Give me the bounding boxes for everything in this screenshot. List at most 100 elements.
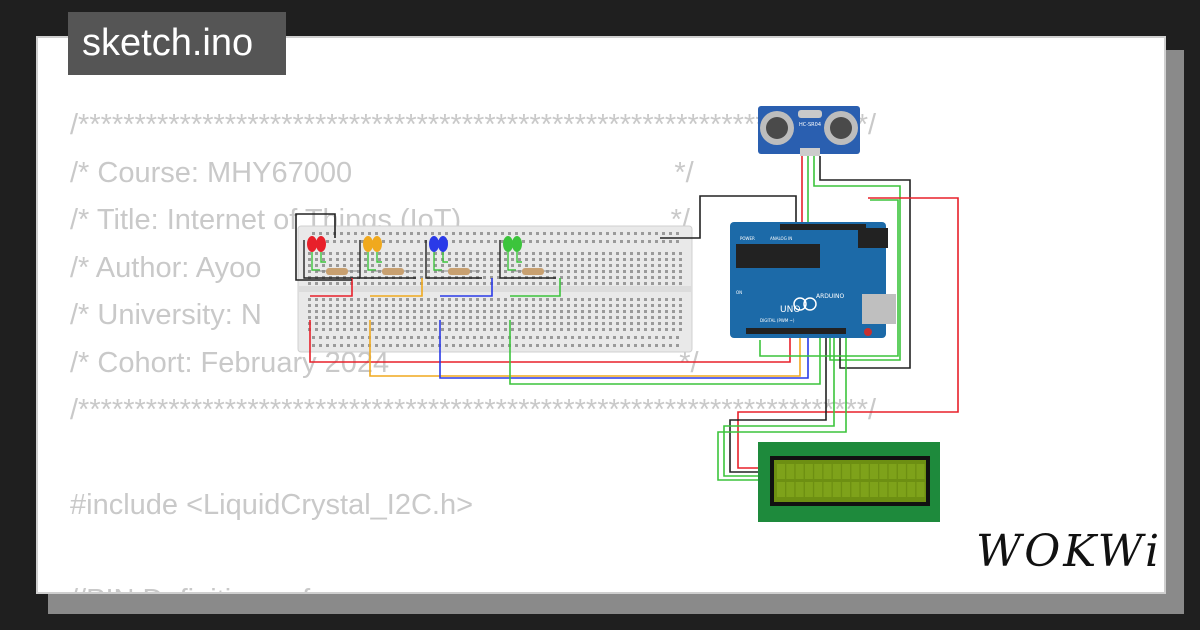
breadboard-hole — [564, 336, 567, 339]
breadboard-hole — [483, 270, 486, 273]
breadboard-hole — [539, 264, 542, 267]
breadboard-hole — [480, 344, 483, 347]
breadboard-hole — [322, 258, 325, 261]
breadboard-hole — [637, 322, 640, 325]
breadboard-hole — [308, 316, 311, 319]
breadboard-hole — [567, 264, 570, 267]
breadboard-hole — [448, 310, 451, 313]
breadboard-hole — [427, 310, 430, 313]
breadboard-hole — [501, 336, 504, 339]
breadboard-hole — [483, 328, 486, 331]
breadboard-hole — [658, 322, 661, 325]
breadboard-hole — [637, 310, 640, 313]
file-tab[interactable]: sketch.ino — [68, 12, 286, 75]
lcd-cell — [907, 464, 916, 479]
breadboard-hole — [620, 336, 623, 339]
breadboard-hole — [378, 328, 381, 331]
breadboard-hole — [459, 240, 462, 243]
breadboard-hole — [599, 336, 602, 339]
resistor[interactable] — [326, 268, 348, 275]
led[interactable] — [429, 236, 439, 252]
breadboard-hole — [581, 270, 584, 273]
breadboard-hole — [455, 252, 458, 255]
breadboard-hole — [679, 328, 682, 331]
breadboard-hole — [448, 298, 451, 301]
breadboard-hole — [620, 240, 623, 243]
breadboard-hole — [665, 258, 668, 261]
breadboard-hole — [637, 264, 640, 267]
breadboard-hole — [595, 304, 598, 307]
breadboard-hole — [434, 304, 437, 307]
breadboard-hole — [525, 264, 528, 267]
breadboard-hole — [679, 270, 682, 273]
breadboard-hole — [679, 322, 682, 325]
breadboard-hole — [662, 240, 665, 243]
breadboard-hole — [655, 232, 658, 235]
breadboard-hole — [417, 240, 420, 243]
breadboard-hole — [616, 282, 619, 285]
breadboard-hole — [588, 258, 591, 261]
led[interactable] — [307, 236, 317, 252]
breadboard-hole — [658, 282, 661, 285]
breadboard-hole — [581, 298, 584, 301]
breadboard-hole — [441, 322, 444, 325]
breadboard-hole — [448, 316, 451, 319]
breadboard-hole — [452, 240, 455, 243]
breadboard-hole — [312, 336, 315, 339]
breadboard-hole — [441, 328, 444, 331]
resistor[interactable] — [522, 268, 544, 275]
led[interactable] — [512, 236, 522, 252]
breadboard-hole — [340, 344, 343, 347]
breadboard-hole — [553, 316, 556, 319]
breadboard-hole — [497, 270, 500, 273]
breadboard-hole — [574, 252, 577, 255]
ground-wire — [499, 240, 556, 279]
led[interactable] — [503, 236, 513, 252]
breadboard-hole — [571, 232, 574, 235]
breadboard-hole — [399, 252, 402, 255]
breadboard-hole — [420, 264, 423, 267]
breadboard-hole — [361, 232, 364, 235]
breadboard-hole — [490, 304, 493, 307]
breadboard-hole — [399, 258, 402, 261]
breadboard-hole — [665, 282, 668, 285]
breadboard-hole — [553, 282, 556, 285]
breadboard-hole — [462, 304, 465, 307]
breadboard-hole — [354, 232, 357, 235]
breadboard-hole — [592, 232, 595, 235]
breadboard-hole — [602, 298, 605, 301]
breadboard-hole — [469, 328, 472, 331]
breadboard-hole — [466, 232, 469, 235]
led[interactable] — [316, 236, 326, 252]
breadboard-hole — [343, 298, 346, 301]
breadboard-hole — [539, 252, 542, 255]
resistor[interactable] — [382, 268, 404, 275]
resistor[interactable] — [448, 268, 470, 275]
code-line: #include <LiquidCrystal_I2C.h> — [70, 489, 474, 521]
breadboard-hole — [308, 282, 311, 285]
breadboard-hole — [368, 232, 371, 235]
breadboard-hole — [595, 258, 598, 261]
breadboard-hole — [406, 304, 409, 307]
breadboard-hole — [438, 232, 441, 235]
breadboard-hole — [382, 344, 385, 347]
breadboard-hole — [574, 316, 577, 319]
breadboard-hole — [651, 304, 654, 307]
breadboard-hole — [350, 322, 353, 325]
breadboard-hole — [343, 258, 346, 261]
breadboard-hole — [592, 344, 595, 347]
lcd-cell — [907, 482, 916, 497]
breadboard-hole — [364, 328, 367, 331]
led[interactable] — [438, 236, 448, 252]
led[interactable] — [363, 236, 373, 252]
breadboard-hole — [315, 282, 318, 285]
breadboard-hole — [630, 328, 633, 331]
breadboard-hole — [637, 252, 640, 255]
ground-wire — [425, 240, 482, 279]
breadboard-hole — [511, 316, 514, 319]
breadboard-hole — [333, 344, 336, 347]
breadboard-hole — [609, 276, 612, 279]
breadboard-hole — [378, 310, 381, 313]
breadboard-hole — [595, 282, 598, 285]
led[interactable] — [372, 236, 382, 252]
